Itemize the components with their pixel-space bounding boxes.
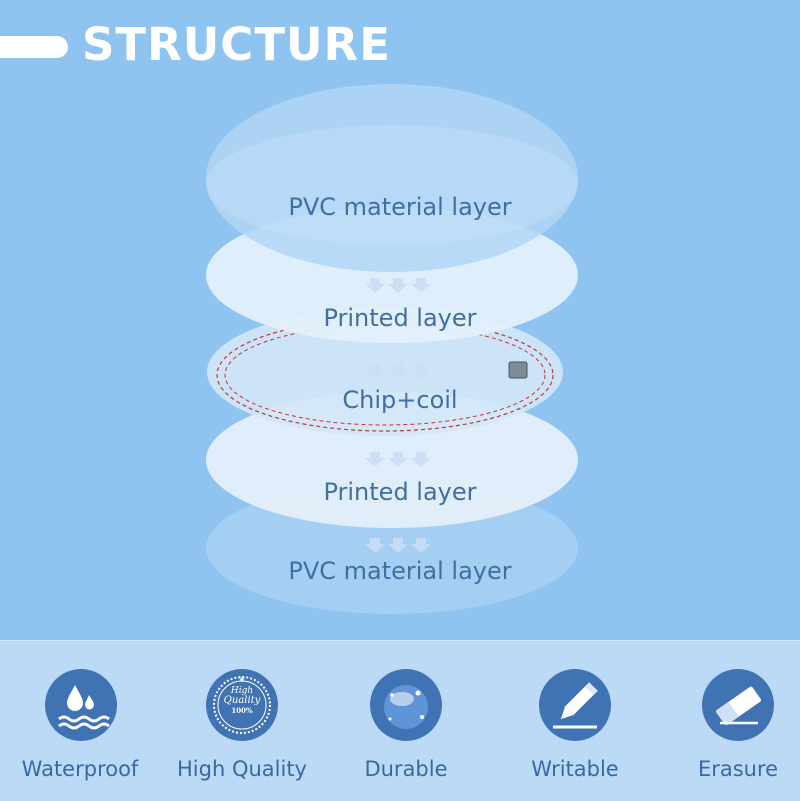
title-accent-bar — [0, 36, 68, 58]
feature-durable: Durable — [326, 641, 486, 801]
page-title: STRUCTURE — [82, 18, 391, 71]
feature-erasure: Erasure — [658, 641, 800, 801]
durable-ball-icon — [370, 669, 442, 741]
chip-module-icon — [508, 361, 528, 379]
eraser-icon — [702, 669, 774, 741]
pvc-layer-top-disc — [206, 84, 578, 272]
feature-high-quality: ★ High Quality 100% High Quality — [162, 641, 322, 801]
down-arrows-1 — [365, 278, 431, 293]
seal-text-high: High — [230, 686, 254, 696]
down-arrows-3 — [365, 452, 431, 467]
layer-label-printed-bottom: Printed layer — [323, 478, 477, 506]
seal-text-percent: 100% — [231, 706, 253, 715]
quality-seal-icon: ★ High Quality 100% — [206, 669, 278, 741]
features-panel: Waterproof ★ High Quality 100% High Qual… — [0, 640, 800, 801]
svg-text:★: ★ — [238, 675, 245, 684]
feature-writable: Writable — [495, 641, 655, 801]
feature-label-writable: Writable — [531, 757, 619, 781]
coil-ring-inner — [224, 324, 546, 426]
pencil-icon — [539, 669, 611, 741]
feature-label-high-quality: High Quality — [177, 757, 307, 781]
feature-label-erasure: Erasure — [697, 757, 779, 781]
feature-waterproof: Waterproof — [0, 641, 160, 801]
down-arrows-2 — [365, 364, 431, 379]
layer-label-chip-coil: Chip+coil — [342, 386, 458, 414]
seal-text-quality: Quality — [223, 695, 261, 706]
feature-label-waterproof: Waterproof — [21, 757, 139, 781]
layer-label-printed-top: Printed layer — [323, 304, 477, 332]
layer-label-pvc-bottom: PVC material layer — [288, 557, 512, 585]
feature-label-durable: Durable — [364, 757, 448, 781]
water-drop-icon — [45, 669, 117, 741]
chip-coil-layer-disc — [207, 308, 563, 436]
layer-label-pvc-top: PVC material layer — [288, 193, 512, 221]
layer-stack-diagram — [206, 84, 578, 614]
down-arrows-4 — [365, 538, 431, 553]
